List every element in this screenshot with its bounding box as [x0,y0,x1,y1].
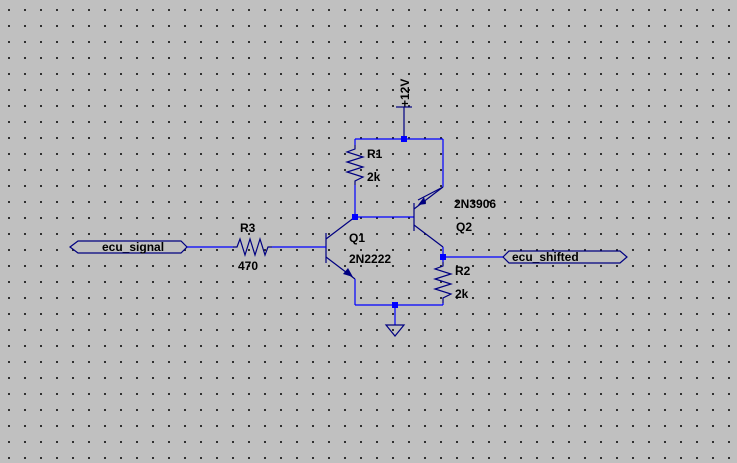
supply-label: +12V [398,79,412,107]
r2-value: 2k [455,287,469,301]
transistor-q1[interactable]: Q1 2N2222 [325,216,391,280]
junction-dot [392,302,398,308]
r3-value: 470 [238,259,258,273]
supply-12v[interactable]: +12V [396,79,412,139]
r2-name: R2 [455,264,471,278]
resistor-r3[interactable]: R3 470 [233,221,272,273]
net-flag-ecu-shifted[interactable]: ecu_shifted [502,250,628,264]
net-flag-ecu-signal[interactable]: ecu_signal [69,240,188,254]
transistor-q2[interactable]: 2N3906 Q2 [413,186,496,248]
junction-dot [401,136,407,142]
net-label-ecu-shifted: ecu_shifted [512,250,579,264]
r1-value: 2k [367,170,381,184]
junction-dot [440,254,446,260]
q2-emitter-arrow [418,197,426,205]
q1-part: 2N2222 [349,252,391,266]
q2-name: Q2 [456,220,472,234]
junction-dot [352,214,358,220]
ground-symbol[interactable] [384,324,406,337]
net-label-ecu-signal: ecu_signal [102,240,164,254]
resistor-r1[interactable]: R1 2k [344,145,383,185]
q2-part: 2N3906 [454,197,496,211]
q1-name: Q1 [349,231,365,245]
r3-name: R3 [240,221,256,235]
resistor-r2[interactable]: R2 2k [432,257,471,303]
q1-emitter-arrow [343,268,353,277]
r1-name: R1 [367,147,383,161]
